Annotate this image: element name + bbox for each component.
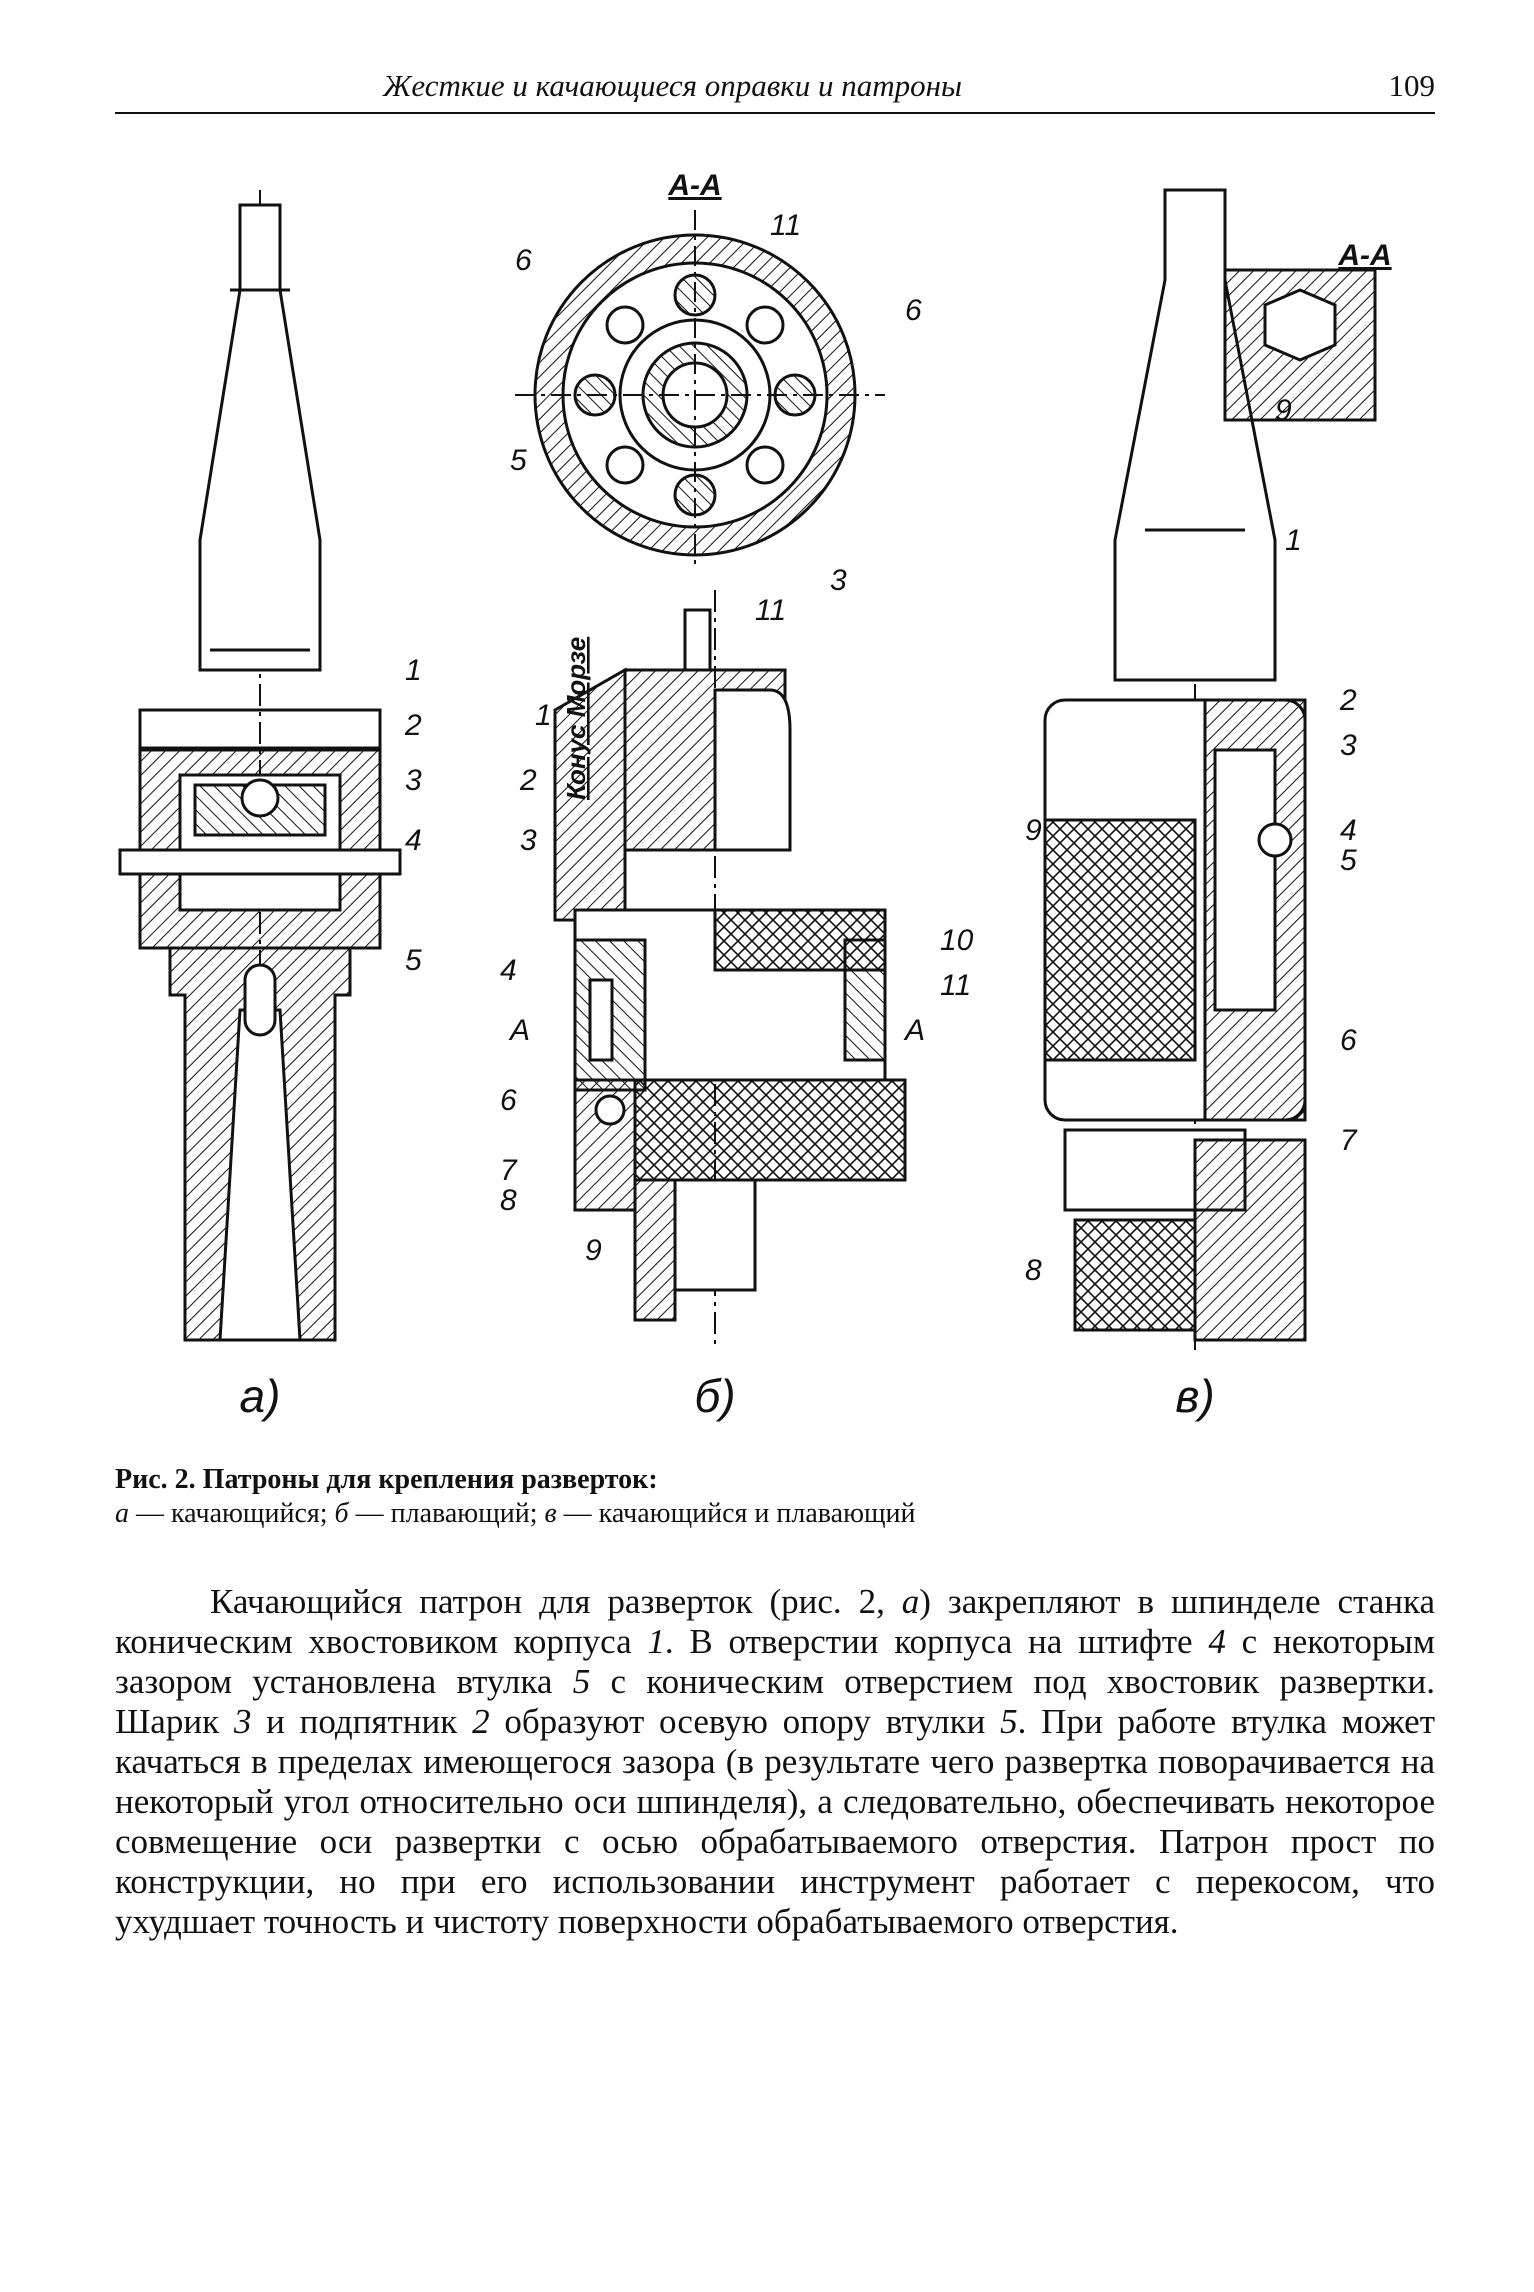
svg-text:4: 4 — [1340, 814, 1357, 847]
svg-text:7: 7 — [500, 1154, 518, 1187]
text-run: . В отверстии корпуса на штифте — [664, 1622, 1209, 1661]
ref-numeral: 5 — [1000, 1702, 1018, 1741]
caption-text: — плавающий; — [348, 1498, 545, 1529]
running-header: Жесткие и качающиеся оправки и патроны 1… — [115, 66, 1435, 114]
caption-text: — качающийся и плавающий — [556, 1498, 916, 1529]
ref-numeral: 3 — [233, 1702, 252, 1741]
caption-letter: а — [115, 1498, 129, 1529]
caption-text: — качающийся; — [129, 1498, 335, 1529]
running-title: Жесткие и качающиеся оправки и патроны — [383, 68, 963, 103]
text-run: образуют осевую опору втулки — [489, 1702, 1001, 1741]
svg-text:6: 6 — [905, 294, 922, 327]
text-run: с некоторым зазором установлена втулка — [115, 1622, 1435, 1701]
svg-text:9: 9 — [585, 1234, 602, 1267]
svg-text:9: 9 — [1275, 394, 1292, 427]
body-paragraph: Качающийся патрон для разверток (рис. 2,… — [115, 1582, 1435, 1942]
text-run: . При работе втулка может качаться в пре… — [115, 1702, 1435, 1941]
text-run: с коническим отверстием под хвостовик ра… — [115, 1662, 1435, 1741]
svg-text:6: 6 — [515, 244, 532, 277]
text-run: и подпятник — [251, 1702, 473, 1741]
svg-text:4: 4 — [405, 824, 422, 857]
svg-text:5: 5 — [510, 444, 527, 477]
text-run: Качающийся патрон для разверток (рис. 2, — [210, 1582, 902, 1621]
ref-numeral: а — [901, 1582, 920, 1621]
paragraph-text: Качающийся патрон для разверток (рис. 2,… — [115, 1582, 1435, 1942]
section-arrow-right: А — [903, 1014, 925, 1047]
caption-title: Рис. 2. Патроны для крепления разверток: — [115, 1464, 658, 1495]
caption-letter: в — [544, 1498, 557, 1529]
chuck-c-drawing — [1043, 188, 1377, 1350]
svg-text:8: 8 — [1025, 1254, 1042, 1287]
svg-text:1: 1 — [405, 654, 422, 687]
svg-text:1: 1 — [1285, 524, 1302, 557]
text-run: ) закрепляют в шпинделе станка конически… — [115, 1582, 1436, 1661]
svg-text:3: 3 — [405, 764, 422, 797]
page-number: 109 — [1388, 68, 1436, 103]
caption-letter: б — [334, 1498, 349, 1529]
svg-text:6: 6 — [500, 1084, 517, 1117]
chuck-a-drawing — [118, 190, 402, 1342]
svg-text:2: 2 — [1339, 684, 1357, 717]
ref-numeral: 4 — [1208, 1622, 1226, 1661]
subfigure-b-label: б) — [694, 1370, 735, 1422]
svg-text:1: 1 — [535, 699, 552, 732]
svg-text:10: 10 — [940, 924, 974, 957]
chuck-b-section-view — [515, 210, 885, 570]
caption-legend: а — качающийся; б — плавающий; в — качаю… — [115, 1497, 1435, 1531]
section-arrow-left: А — [508, 1014, 530, 1047]
svg-text:8: 8 — [500, 1184, 517, 1217]
morse-cone-label: Конус Морзе — [561, 637, 591, 800]
svg-text:5: 5 — [405, 944, 422, 977]
chuck-b-drawing — [553, 590, 907, 1350]
svg-text:3: 3 — [520, 824, 537, 857]
svg-text:6: 6 — [1340, 1024, 1357, 1057]
ref-numeral: 1 — [647, 1622, 665, 1661]
figure-caption: Рис. 2. Патроны для крепления разверток:… — [115, 1463, 1435, 1531]
svg-text:2: 2 — [404, 709, 422, 742]
svg-text:4: 4 — [500, 954, 517, 987]
svg-text:11: 11 — [770, 209, 801, 242]
svg-text:2: 2 — [519, 764, 537, 797]
svg-text:5: 5 — [1340, 844, 1357, 877]
section-c-label: А-А — [1337, 239, 1391, 272]
svg-text:11: 11 — [755, 594, 786, 627]
ref-numeral: 5 — [572, 1662, 591, 1701]
subfigure-c-label: в) — [1175, 1370, 1214, 1422]
svg-text:3: 3 — [830, 564, 847, 597]
svg-text:3: 3 — [1340, 729, 1357, 762]
svg-text:11: 11 — [940, 969, 971, 1002]
svg-text:9: 9 — [1025, 814, 1042, 847]
svg-text:7: 7 — [1340, 1124, 1358, 1157]
subfigure-a-label: а) — [240, 1370, 281, 1422]
ref-numeral: 2 — [472, 1702, 490, 1741]
section-a-label: А-А — [667, 169, 721, 202]
